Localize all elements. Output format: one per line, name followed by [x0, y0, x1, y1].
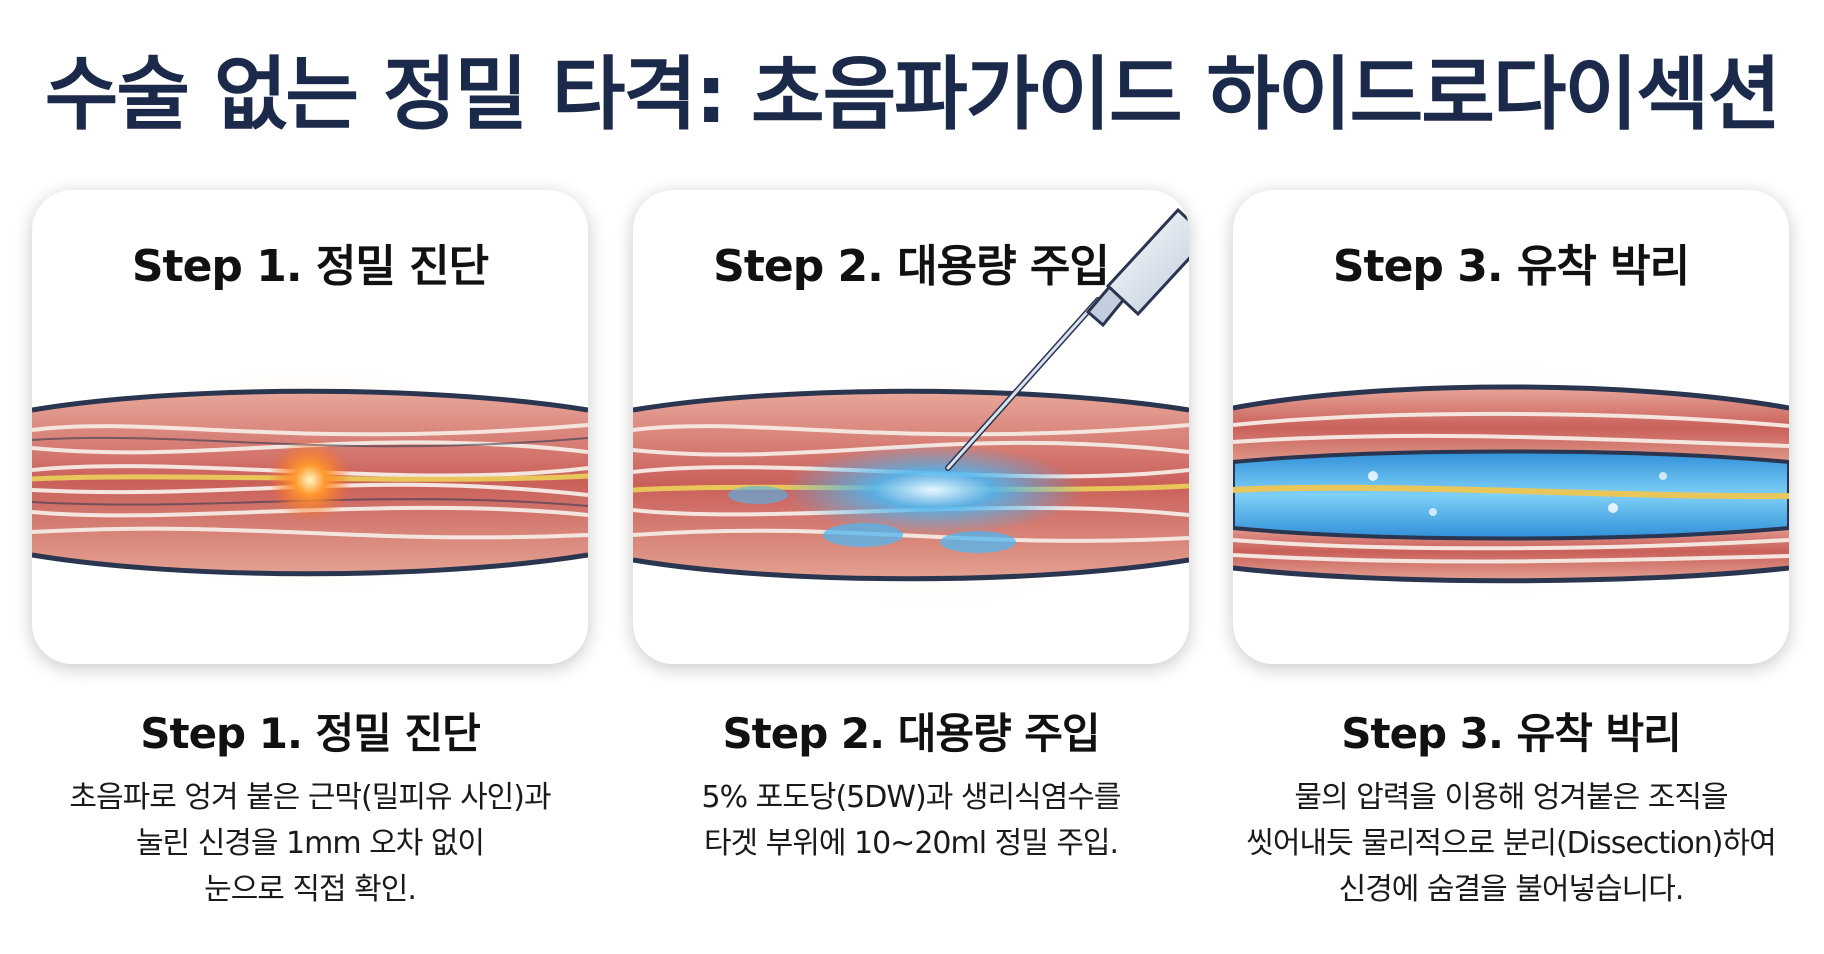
- separated-layers-illustration: [1233, 350, 1789, 610]
- syringe-icon: [945, 207, 1189, 471]
- step2-heading: Step 2. 대용량 주입: [722, 709, 1100, 758]
- step1-desc-line: 눈으로 직접 확인.: [204, 872, 417, 907]
- step1-panel-title: Step 1. 정밀 진단: [131, 241, 489, 292]
- step3-panel-title: Step 3. 유착 박리: [1332, 241, 1690, 292]
- tissue-hotspot-illustration: [32, 360, 588, 600]
- step2-illustration-panel: Step 2. 대용량 주입: [633, 190, 1189, 664]
- page-title: 수술 없는 정밀 타격: 초음파가이드 하이드로다이섹션: [44, 48, 1781, 141]
- step3-illustration-panel: Step 3. 유착 박리: [1233, 190, 1789, 664]
- step1-caption: Step 1. 정밀 진단 초음파로 엉겨 붙은 근막(밀피유 사인)과 눌린 …: [10, 700, 610, 913]
- step2-panel-title: Step 2. 대용량 주입: [713, 241, 1110, 292]
- step3-desc-line: 신경에 숨결을 불어넣습니다.: [1338, 872, 1685, 907]
- step1-heading: Step 1. 정밀 진단: [140, 709, 480, 758]
- step3-desc-line: 씻어내듯 물리적으로 분리(Dissection)하여: [1246, 826, 1776, 861]
- step3-caption: Step 3. 유착 박리 물의 압력을 이용해 엉겨붙은 조직을 씻어내듯 물…: [1211, 700, 1811, 913]
- step1-desc-line: 눌린 신경을 1mm 오차 없이: [135, 826, 485, 861]
- step2-caption: Step 2. 대용량 주입 5% 포도당(5DW)과 생리식염수를 타겟 부위…: [611, 700, 1211, 867]
- step3-desc-line: 물의 압력을 이용해 엉겨붙은 조직을: [1294, 780, 1728, 815]
- syringe-injection-illustration: [633, 207, 1189, 620]
- step2-desc-line: 타겟 부위에 10~20ml 정밀 주입.: [703, 826, 1119, 861]
- step2-desc-line: 5% 포도당(5DW)과 생리식염수를: [701, 780, 1122, 815]
- step3-heading: Step 3. 유착 박리: [1341, 709, 1681, 758]
- step1-desc-line: 초음파로 엉겨 붙은 근막(밀피유 사인)과: [69, 780, 551, 815]
- step1-illustration-panel: Step 1. 정밀 진단: [32, 190, 588, 664]
